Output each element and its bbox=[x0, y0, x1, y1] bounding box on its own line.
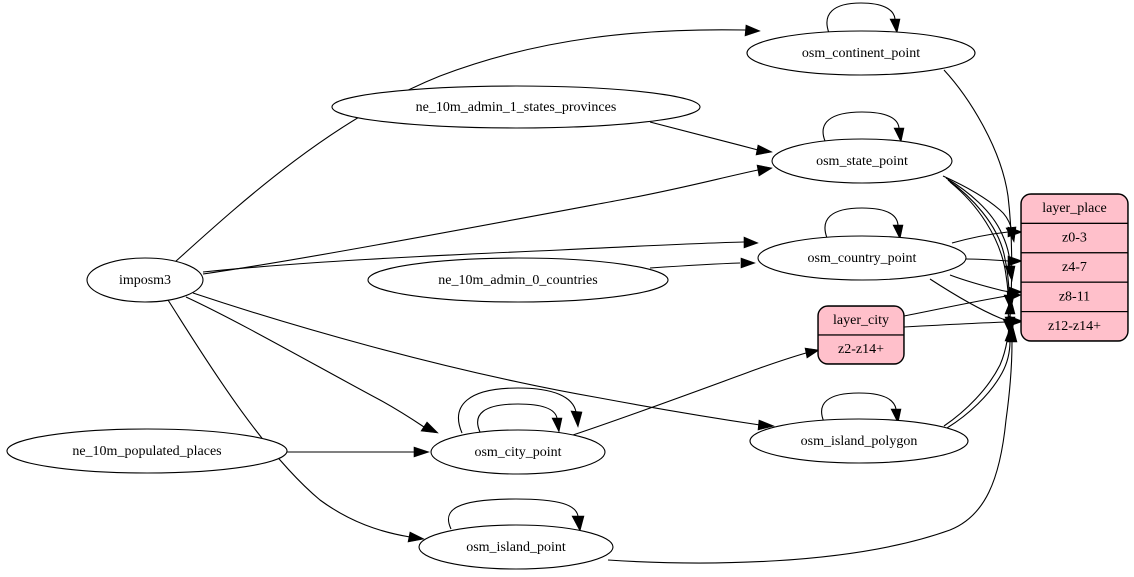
edge-imposm3-to-osm-continent-point bbox=[174, 24, 761, 263]
table-cell-layer-place-z0-3[interactable] bbox=[1021, 222, 1128, 254]
edge-osm-island-point-to-layer-place-z12 bbox=[607, 326, 1018, 564]
node-ne-10m-admin-1-states-provinces[interactable]: ne_10m_admin_1_states_provinces bbox=[331, 85, 701, 129]
node-label-ne-10m-populated-places: ne_10m_populated_places bbox=[72, 444, 221, 459]
edge-self-loop-outer-osm-city-point bbox=[457, 387, 583, 434]
edge-self-loop-osm-country-point bbox=[824, 207, 904, 240]
edge-osm-continent-point-to-layer-place-z12 bbox=[943, 69, 1016, 333]
table-title-layer-place: layer_place bbox=[1042, 201, 1107, 216]
node-osm-city-point[interactable]: osm_city_point bbox=[430, 429, 606, 475]
table-row-layer-place-z8-11: z8-11 bbox=[1059, 290, 1090, 305]
edge-imposm3-to-osm-country-point bbox=[202, 236, 759, 273]
table-row-layer-place-z12-z14: z12-z14+ bbox=[1048, 319, 1101, 334]
node-label-osm-continent-point: osm_continent_point bbox=[802, 46, 920, 61]
edge-layer bbox=[167, 2, 1023, 564]
edge-layer-city-to-layer-place-z12 bbox=[903, 316, 1022, 328]
table-row-layer-city-z2-z14: z2-z14+ bbox=[838, 342, 884, 357]
table-layer-city[interactable]: layer_city z2-z14+ bbox=[817, 305, 905, 365]
edge-osm-country-point-to-layer-place-z4-7 bbox=[965, 255, 1023, 267]
table-cell-layer-place-z4-7[interactable] bbox=[1021, 252, 1128, 283]
edge-osm-city-point-to-layer-city bbox=[569, 347, 820, 437]
edge-osm-island-polygon-to-layer-place-z8-11 bbox=[943, 298, 1016, 427]
edge-osm-island-polygon-to-layer-place-z12 bbox=[946, 325, 1016, 429]
edge-self-loop-inner-osm-city-point bbox=[477, 403, 563, 433]
edge-ne-countries-to-osm-country-point bbox=[649, 257, 756, 269]
edge-imposm3-to-osm-state-point bbox=[202, 164, 773, 275]
edge-self-loop-osm-island-point bbox=[447, 498, 585, 532]
edge-layer-city-to-layer-place-z8-11 bbox=[903, 290, 1022, 317]
node-osm-country-point[interactable]: osm_country_point bbox=[757, 235, 967, 281]
edge-imposm3-to-osm-city-point bbox=[185, 296, 439, 434]
node-label-imposm3: imposm3 bbox=[119, 273, 171, 288]
node-label-osm-country-point: osm_country_point bbox=[808, 251, 917, 266]
edge-imposm3-to-osm-island-polygon bbox=[192, 292, 775, 431]
node-ne-10m-admin-0-countries[interactable]: ne_10m_admin_0_countries bbox=[367, 257, 669, 303]
edge-osm-country-point-to-layer-place-z0-3 bbox=[951, 226, 1023, 244]
edge-self-loop-osm-state-point bbox=[822, 111, 905, 143]
table-row-layer-place-z4-7: z4-7 bbox=[1062, 260, 1087, 275]
node-imposm3[interactable]: imposm3 bbox=[86, 257, 204, 303]
node-label-osm-island-point: osm_island_point bbox=[466, 540, 566, 555]
table-cell-layer-place-title bbox=[1021, 194, 1128, 224]
table-layer: layer_city z2-z14+ layer_place z0-3 bbox=[817, 193, 1129, 365]
node-osm-continent-point[interactable]: osm_continent_point bbox=[746, 30, 976, 76]
node-layer: imposm3 ne_10m_admin_1_states_provinces … bbox=[6, 30, 976, 570]
node-label-ne-10m-admin-0-countries: ne_10m_admin_0_countries bbox=[438, 273, 597, 288]
node-label-osm-state-point: osm_state_point bbox=[816, 154, 908, 169]
edge-ne-states-to-osm-state-point bbox=[649, 121, 773, 156]
node-osm-island-polygon[interactable]: osm_island_polygon bbox=[749, 418, 969, 464]
node-osm-island-point[interactable]: osm_island_point bbox=[418, 524, 614, 570]
table-layer-place[interactable]: layer_place z0-3 z4-7 z8-11 z12-z14+ bbox=[1020, 193, 1129, 342]
edge-ne-populated-to-osm-city-point bbox=[287, 446, 430, 458]
node-ne-10m-populated-places[interactable]: ne_10m_populated_places bbox=[6, 428, 288, 474]
edge-self-loop-osm-island-polygon bbox=[821, 392, 902, 424]
table-cell-layer-city-z2[interactable] bbox=[818, 334, 904, 364]
node-label-ne-10m-admin-1-states-provinces: ne_10m_admin_1_states_provinces bbox=[416, 100, 617, 115]
node-osm-state-point[interactable]: osm_state_point bbox=[771, 138, 953, 184]
edge-imposm3-to-osm-island-point bbox=[167, 299, 425, 543]
table-row-layer-place-z0-3: z0-3 bbox=[1062, 231, 1087, 246]
node-label-osm-city-point: osm_city_point bbox=[474, 445, 561, 460]
edge-self-loop-osm-continent-point bbox=[826, 2, 901, 34]
table-title-layer-city: layer_city bbox=[833, 313, 889, 328]
table-cell-layer-place-z12-z14[interactable] bbox=[1021, 311, 1128, 341]
node-label-osm-island-polygon: osm_island_polygon bbox=[801, 434, 918, 449]
